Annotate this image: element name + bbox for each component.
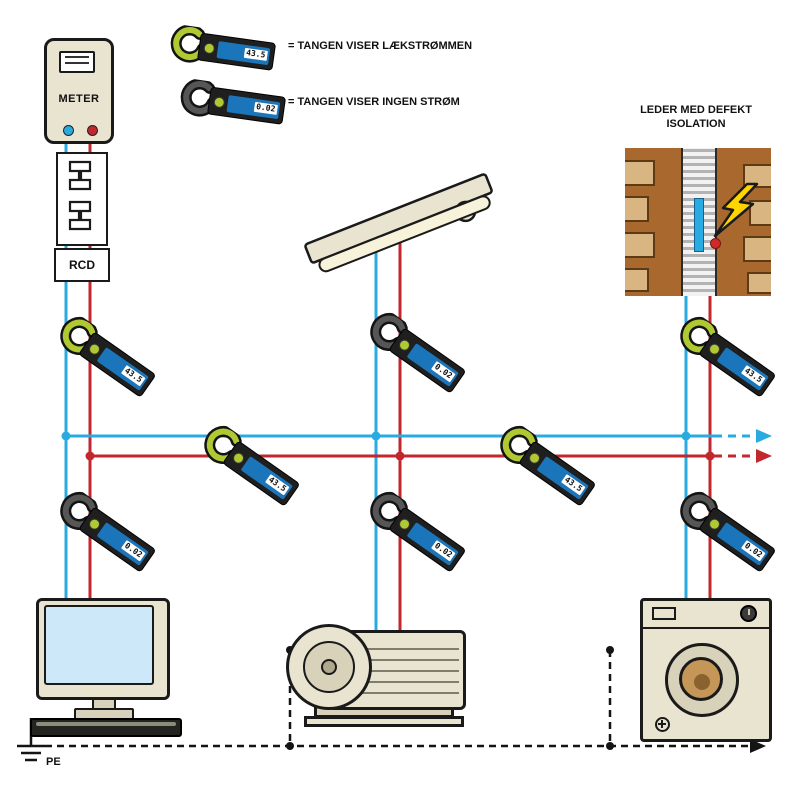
clamp-reading: 43.5 xyxy=(243,47,268,61)
connector-symbol-icon xyxy=(68,160,92,231)
junction-dot xyxy=(85,451,95,461)
junction-dot xyxy=(395,451,405,461)
clamp-lamp-branch: 0.02 xyxy=(362,307,472,400)
legend-text-none: = TANGEN VISER INGEN STRØM xyxy=(288,96,460,108)
legend-text-leak: = TANGEN VISER LÆKSTRØMMEN xyxy=(288,40,473,52)
defect-title: LEDER MED DEFEKT ISOLATION xyxy=(640,104,752,130)
motor-end-ring xyxy=(303,641,355,693)
junction-dot xyxy=(681,431,691,441)
rcd-box: RCD xyxy=(54,248,110,282)
meter-display xyxy=(59,51,95,73)
clamp-bus-left: 43.5 xyxy=(196,420,306,513)
washer-detergent-drawer xyxy=(652,607,676,620)
electricity-meter: METER xyxy=(44,38,114,144)
brick xyxy=(625,268,649,292)
rcd-label: RCD xyxy=(69,258,95,272)
washer-knob xyxy=(740,605,757,622)
clamp-jaw-icon xyxy=(370,492,408,530)
motor-foot xyxy=(304,716,464,727)
fluorescent-lamp xyxy=(304,173,493,273)
brick xyxy=(625,232,655,258)
fault-spot xyxy=(710,238,721,249)
clamp-jaw-icon xyxy=(180,78,218,117)
clamp-jaw-icon xyxy=(500,426,538,464)
brick xyxy=(749,200,771,226)
clamp-dial-icon xyxy=(203,41,216,55)
clamp-jaw-icon xyxy=(370,313,408,351)
clamp-display: 0.02 xyxy=(226,94,281,119)
clamp-washer-branch: 0.02 xyxy=(672,486,782,579)
clamp-reading: 0.02 xyxy=(120,539,146,562)
clamp-reading: 0.02 xyxy=(253,101,278,115)
connector-blocks xyxy=(56,152,108,246)
meter-red-terminal xyxy=(87,125,98,136)
legend-clamp-leak: 43.5 xyxy=(168,24,280,77)
pe-junction-dot xyxy=(286,742,294,750)
clamp-reading: 43.5 xyxy=(740,364,766,387)
clamp-body: 0.02 xyxy=(206,86,287,125)
meter-digits xyxy=(65,56,89,68)
exposed-conductor xyxy=(694,198,704,252)
keyboard-keys xyxy=(36,722,176,726)
keyboard xyxy=(30,718,182,737)
defect-insulation-illustration xyxy=(625,148,771,296)
washing-machine xyxy=(640,598,772,742)
clamp-jaw-icon xyxy=(170,24,208,63)
pe-junction-dot xyxy=(606,646,614,654)
bus-red-arrow xyxy=(756,449,772,463)
meter-label: METER xyxy=(58,93,100,105)
washer-drum xyxy=(694,674,710,690)
washer-screw-icon xyxy=(655,717,670,732)
junction-dot xyxy=(61,431,71,441)
clamp-dial-icon xyxy=(213,95,226,109)
clamp-motor-branch: 0.02 xyxy=(362,486,472,579)
junction-dot xyxy=(371,431,381,441)
legend-clamp-none: 0.02 xyxy=(178,78,290,131)
computer-monitor xyxy=(30,598,182,737)
lightning-bolt-icon xyxy=(713,182,759,238)
clamp-jaw-icon xyxy=(60,317,98,355)
junction-dot xyxy=(705,451,715,461)
motor-end-bell xyxy=(286,624,372,710)
clamp-jaw-icon xyxy=(680,317,718,355)
washer-door-glass xyxy=(679,657,723,701)
clamp-jaw-icon xyxy=(204,426,242,464)
washer-door xyxy=(665,643,739,717)
brick xyxy=(747,272,771,294)
electric-motor xyxy=(286,616,470,732)
meter-blue-terminal xyxy=(63,125,74,136)
clamp-reading: 43.5 xyxy=(120,364,146,387)
clamp-jaw-icon xyxy=(60,492,98,530)
motor-shaft xyxy=(321,659,337,675)
bus-blue-arrow xyxy=(756,429,772,443)
brick xyxy=(625,160,655,186)
clamp-display: 43.5 xyxy=(216,40,271,65)
clamp-reading: 0.02 xyxy=(740,539,766,562)
pe-junction-dot xyxy=(606,742,614,750)
clamp-bus-right: 43.5 xyxy=(492,420,602,513)
clamp-reading: 43.5 xyxy=(264,473,290,496)
brick xyxy=(743,236,771,262)
monitor-screen xyxy=(44,605,154,685)
pe-arrow xyxy=(750,739,766,753)
clamp-reading: 0.02 xyxy=(430,360,456,383)
clamp-computer-branch: 0.02 xyxy=(52,486,162,579)
pe-label: PE xyxy=(46,756,61,768)
clamp-reading: 43.5 xyxy=(560,473,586,496)
clamp-feed-upper: 43.5 xyxy=(52,311,162,404)
clamp-jaw-icon xyxy=(680,492,718,530)
clamp-body: 43.5 xyxy=(196,32,277,71)
clamp-reading: 0.02 xyxy=(430,539,456,562)
clamp-defect-branch: 43.5 xyxy=(672,311,782,404)
brick xyxy=(625,196,649,222)
washer-panel-divider xyxy=(643,627,769,629)
